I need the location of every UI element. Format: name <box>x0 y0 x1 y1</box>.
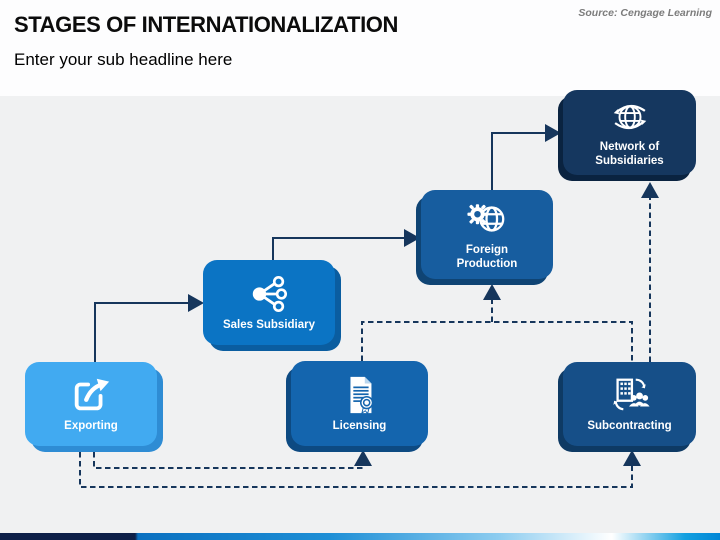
node-label: Exporting <box>64 420 118 433</box>
page-title: STAGES OF INTERNATIONALIZATION <box>14 12 398 37</box>
node-subcontracting: Subcontracting <box>558 362 696 452</box>
connector-exporting-to-licensing <box>93 450 372 469</box>
gear-globe-icon <box>464 198 510 240</box>
node-exporting: Exporting <box>25 362 163 452</box>
node-sales-subsidiary: Sales Subsidiary <box>203 260 341 351</box>
node-label: Foreign Production <box>456 243 518 270</box>
globe-network-icon <box>609 97 651 137</box>
source-credit: Source: Cengage Learning <box>578 7 712 19</box>
building-people-icon <box>607 374 653 416</box>
node-face: Sales Subsidiary <box>203 260 335 345</box>
footer-accent-bar <box>0 533 720 540</box>
connector-sales-subsidiary-to-foreign-production <box>272 229 420 260</box>
node-network-of-subsidiaries: Network of Subsidiaries <box>558 90 696 181</box>
connector-exporting-to-subcontracting <box>79 450 641 488</box>
node-face: Subcontracting <box>563 362 696 446</box>
node-face: Licensing <box>291 361 428 446</box>
node-foreign-production: Foreign Production <box>416 190 553 285</box>
node-face: Exporting <box>25 362 157 446</box>
node-label: Licensing <box>332 419 387 432</box>
connector-foreign-production-to-network-of-subsidiaries <box>491 124 561 190</box>
node-label: Network of Subsidiaries <box>595 140 664 167</box>
certificate-document-icon <box>337 374 383 416</box>
subtitle: Enter your sub headline here <box>14 50 233 69</box>
connector-exporting-to-sales-subsidiary <box>94 294 204 362</box>
share-network-icon <box>246 273 292 315</box>
export-icon <box>68 374 114 416</box>
connector-licensing-to-subcontracting-junction <box>361 321 633 362</box>
header-background <box>0 0 720 96</box>
node-face: Network of Subsidiaries <box>563 90 696 175</box>
node-label: Subcontracting <box>587 420 672 433</box>
node-licensing: Licensing <box>286 361 428 452</box>
node-face: Foreign Production <box>421 190 553 279</box>
node-label: Sales Subsidiary <box>222 318 316 331</box>
